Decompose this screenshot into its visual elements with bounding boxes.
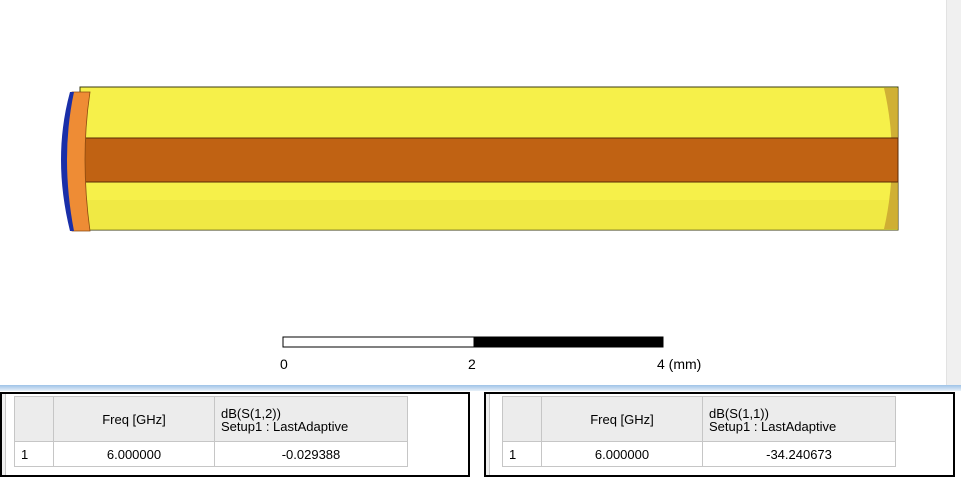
- inner-conductor: [65, 137, 899, 183]
- table-header-row: Freq [GHz] dB(S(1,2)) Setup1 : LastAdapt…: [14, 396, 408, 442]
- s11-header[interactable]: dB(S(1,1)) Setup1 : LastAdaptive: [702, 396, 896, 442]
- row-index-header: [502, 396, 542, 442]
- coax-model: [61, 86, 899, 232]
- s12-value-cell: -0.029388: [214, 441, 408, 467]
- row-index: 1: [14, 441, 54, 467]
- freq-cell: 6.000000: [541, 441, 703, 467]
- table-header-row: Freq [GHz] dB(S(1,1)) Setup1 : LastAdapt…: [502, 396, 896, 442]
- report-gutter: [2, 394, 6, 475]
- port-face: [61, 92, 74, 231]
- row-index-header: [14, 396, 54, 442]
- report-table-s12[interactable]: Freq [GHz] dB(S(1,2)) Setup1 : LastAdapt…: [0, 392, 470, 477]
- scale-bar-black-segment: [473, 336, 664, 348]
- freq-header[interactable]: Freq [GHz]: [541, 396, 703, 442]
- report-gutter: [486, 394, 490, 475]
- scale-label-0: 0: [280, 356, 288, 372]
- freq-cell: 6.000000: [53, 441, 215, 467]
- reports-pane: Freq [GHz] dB(S(1,2)) Setup1 : LastAdapt…: [0, 391, 961, 482]
- dielectric-shading: [80, 200, 898, 230]
- freq-header[interactable]: Freq [GHz]: [53, 396, 215, 442]
- right-end-shading: [884, 88, 898, 229]
- s11-table: Freq [GHz] dB(S(1,1)) Setup1 : LastAdapt…: [502, 396, 896, 467]
- s11-header-line1: dB(S(1,1)): [709, 406, 769, 421]
- scale-label-4mm: 4 (mm): [657, 356, 702, 372]
- scale-label-2: 2: [468, 356, 476, 372]
- s12-header-line2: Setup1 : LastAdaptive: [221, 419, 349, 434]
- viewport-vertical-scrollbar[interactable]: [946, 0, 961, 387]
- s12-table: Freq [GHz] dB(S(1,2)) Setup1 : LastAdapt…: [14, 396, 408, 467]
- s12-header-line1: dB(S(1,2)): [221, 406, 281, 421]
- modeler-3d-viewport[interactable]: 0 2 4 (mm): [0, 0, 961, 387]
- s12-header[interactable]: dB(S(1,2)) Setup1 : LastAdaptive: [214, 396, 408, 442]
- table-row[interactable]: 1 6.000000 -0.029388: [14, 441, 408, 467]
- scale-bar-white-segment: [282, 336, 475, 348]
- s11-header-line2: Setup1 : LastAdaptive: [709, 419, 837, 434]
- s11-value-cell: -34.240673: [702, 441, 896, 467]
- row-index: 1: [502, 441, 542, 467]
- pane-splitter[interactable]: [0, 385, 961, 391]
- scale-bar: [282, 336, 664, 348]
- table-row[interactable]: 1 6.000000 -34.240673: [502, 441, 896, 467]
- report-table-s11[interactable]: Freq [GHz] dB(S(1,1)) Setup1 : LastAdapt…: [484, 392, 955, 477]
